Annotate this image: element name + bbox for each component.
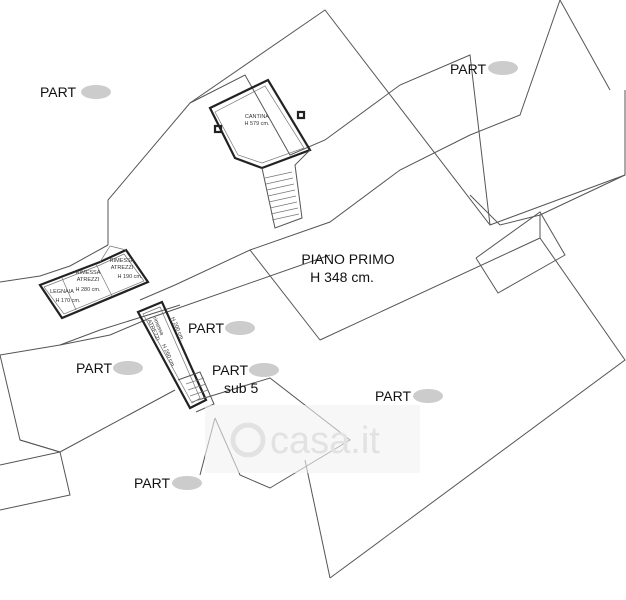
watermark: casa.it bbox=[205, 405, 420, 473]
part-labels: PART PART PART PART PART sub 5 PART PART bbox=[40, 61, 518, 491]
atrezzi-label: ATREZZI bbox=[111, 265, 134, 271]
part-label: PART bbox=[212, 362, 248, 378]
part-label: PART bbox=[450, 61, 486, 77]
redaction-blur bbox=[225, 321, 255, 335]
rimessa-label: RIMESSA bbox=[110, 258, 135, 264]
piano-primo-label: PIANO PRIMO H 348 cm. bbox=[301, 251, 394, 285]
redaction-blur bbox=[249, 363, 279, 377]
rimessa-label: RIMESSA bbox=[76, 270, 101, 276]
rimessa-height: H 190 cm. bbox=[117, 274, 143, 280]
corridor-room bbox=[136, 300, 215, 413]
part-label: PART bbox=[188, 320, 224, 336]
cantina-height: H 579 cm. bbox=[244, 121, 270, 127]
redaction-blur bbox=[81, 85, 111, 99]
cantina-label: CANTINA bbox=[245, 114, 269, 120]
legnaia-label: LEGNAIA bbox=[50, 289, 74, 295]
part-label: PART bbox=[76, 360, 112, 376]
rimessa-height: H 280 cm. bbox=[75, 287, 101, 293]
piano-primo-height: H 348 cm. bbox=[310, 269, 374, 285]
part-label: PART bbox=[134, 475, 170, 491]
legnaia-height: H 170 cm. bbox=[55, 298, 81, 304]
cantina-room bbox=[208, 78, 312, 229]
redaction-blur bbox=[172, 476, 202, 490]
piano-primo-title: PIANO PRIMO bbox=[301, 251, 394, 267]
redaction-blur bbox=[413, 389, 443, 403]
redaction-blur bbox=[488, 61, 518, 75]
part-label: PART bbox=[375, 388, 411, 404]
part-label: PART bbox=[40, 84, 76, 100]
atrezzi-label: ATREZZI bbox=[77, 277, 100, 283]
sub-label: sub 5 bbox=[224, 380, 258, 396]
redaction-blur bbox=[113, 361, 143, 375]
watermark-text: casa.it bbox=[270, 420, 380, 462]
rimessa-rooms bbox=[38, 245, 150, 320]
